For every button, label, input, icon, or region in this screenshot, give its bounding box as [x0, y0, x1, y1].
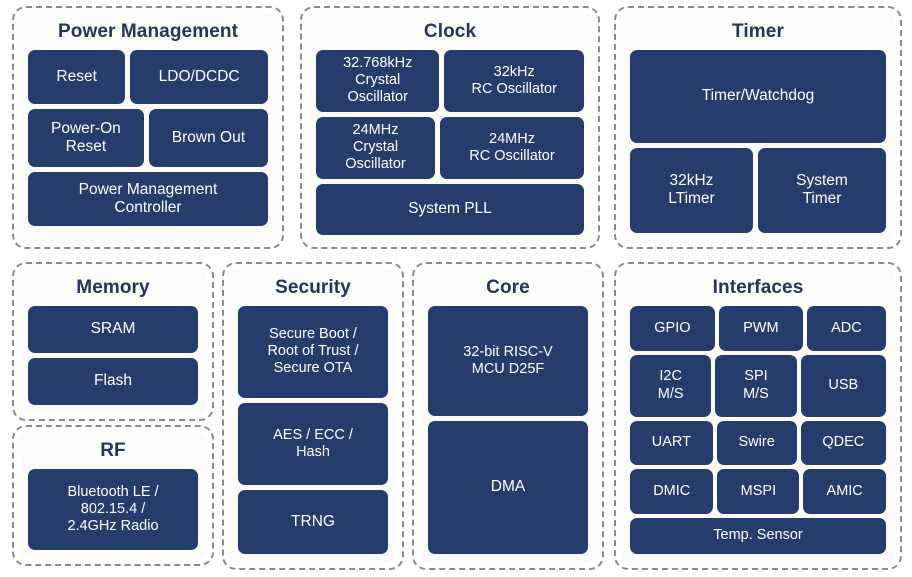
panel-timer: Timer Timer/Watchdog 32kHz LTimer System… [621, 13, 895, 242]
block-row: TRNG [238, 489, 388, 554]
block-i2c-master-slave[interactable]: I2C M/S [630, 354, 712, 417]
panel-memory: Memory SRAM Flash [19, 269, 207, 414]
block-uart[interactable]: UART [630, 420, 713, 466]
panel-core: Core 32-bit RISC-V MCU D25F DMA [419, 269, 597, 563]
blocks-rf: Bluetooth LE / 802.15.4 / 2.4GHz Radio [28, 468, 198, 550]
blocks-clock: 32.768kHz Crystal Oscillator 32kHz RC Os… [316, 49, 585, 235]
block-system-timer[interactable]: System Timer [757, 147, 886, 233]
block-row: DMIC MSPI AMIC [630, 469, 886, 514]
group-rf: RF Bluetooth LE / 802.15.4 / 2.4GHz Radi… [12, 425, 214, 566]
group-memory: Memory SRAM Flash [12, 262, 214, 421]
block-dma[interactable]: DMA [428, 420, 588, 554]
group-title-core: Core [486, 277, 530, 298]
block-row: Power-On Reset Brown Out [28, 108, 269, 167]
block-24mhz-rc-oscillator[interactable]: 24MHz RC Oscillator [440, 116, 584, 179]
block-spi-master-slave[interactable]: SPI M/S [715, 354, 797, 417]
block-row: Bluetooth LE / 802.15.4 / 2.4GHz Radio [28, 468, 198, 550]
block-ldo-dcdc[interactable]: LDO/DCDC [130, 49, 269, 104]
group-title-rf: RF [100, 440, 126, 461]
block-row: AES / ECC / Hash [238, 402, 388, 485]
group-title-interfaces: Interfaces [712, 277, 804, 298]
block-row: 32kHz LTimer System Timer [630, 147, 886, 233]
block-dmic[interactable]: DMIC [630, 469, 714, 514]
group-interfaces: Interfaces GPIO PWM ADC I2C M/S SPI M/S … [614, 262, 902, 570]
group-title-clock: Clock [423, 21, 477, 42]
group-title-timer: Timer [732, 21, 784, 42]
block-qdec[interactable]: QDEC [800, 420, 886, 466]
block-row: Timer/Watchdog [630, 49, 886, 143]
block-reset[interactable]: Reset [28, 49, 126, 104]
block-power-on-reset[interactable]: Power-On Reset [28, 108, 144, 167]
block-32khz-rc-oscillator[interactable]: 32kHz RC Oscillator [444, 49, 585, 112]
block-power-management-controller[interactable]: Power Management Controller [28, 171, 268, 226]
block-row: Temp. Sensor [630, 518, 886, 554]
panel-power-management: Power Management Reset LDO/DCDC Power-On… [19, 13, 277, 242]
block-bluetooth-le-802154-24ghz-radio[interactable]: Bluetooth LE / 802.15.4 / 2.4GHz Radio [28, 468, 198, 550]
block-temp-sensor[interactable]: Temp. Sensor [630, 518, 886, 554]
blocks-power-management: Reset LDO/DCDC Power-On Reset Brown Out … [28, 49, 269, 233]
block-row: Secure Boot / Root of Trust / Secure OTA [238, 305, 388, 398]
blocks-core: 32-bit RISC-V MCU D25F DMA [428, 305, 588, 554]
group-clock: Clock 32.768kHz Crystal Oscillator 32kHz… [300, 6, 600, 249]
block-swire[interactable]: Swire [716, 420, 797, 466]
blocks-timer: Timer/Watchdog 32kHz LTimer System Timer [630, 49, 886, 233]
panel-security: Security Secure Boot / Root of Trust / S… [229, 269, 397, 563]
block-brown-out[interactable]: Brown Out [148, 108, 269, 167]
block-timer-watchdog[interactable]: Timer/Watchdog [630, 49, 886, 143]
panel-interfaces: Interfaces GPIO PWM ADC I2C M/S SPI M/S … [621, 269, 895, 563]
block-row: I2C M/S SPI M/S USB [630, 354, 886, 417]
block-row: UART Swire QDEC [630, 420, 886, 466]
block-row: 32.768kHz Crystal Oscillator 32kHz RC Os… [316, 49, 585, 112]
block-32khz-ltimer[interactable]: 32kHz LTimer [630, 147, 753, 233]
blocks-interfaces: GPIO PWM ADC I2C M/S SPI M/S USB UART Sw… [630, 305, 887, 554]
block-row: DMA [428, 420, 588, 554]
block-gpio[interactable]: GPIO [630, 305, 715, 351]
blocks-memory: SRAM Flash [28, 305, 198, 405]
group-title-security: Security [275, 277, 351, 298]
blocks-security: Secure Boot / Root of Trust / Secure OTA… [238, 305, 388, 554]
group-title-power-management: Power Management [57, 21, 239, 42]
block-row: Power Management Controller [28, 171, 268, 226]
group-power-management: Power Management Reset LDO/DCDC Power-On… [12, 6, 284, 249]
group-security: Security Secure Boot / Root of Trust / S… [222, 262, 404, 570]
block-row: Reset LDO/DCDC [28, 49, 269, 104]
block-row: 24MHz Crystal Oscillator 24MHz RC Oscill… [316, 116, 584, 179]
block-mspi[interactable]: MSPI [717, 469, 800, 514]
block-32bit-riscv-mcu-d25f[interactable]: 32-bit RISC-V MCU D25F [428, 305, 588, 416]
block-32768khz-crystal-oscillator[interactable]: 32.768kHz Crystal Oscillator [316, 49, 440, 112]
group-title-memory: Memory [76, 277, 150, 298]
block-aes-ecc-hash[interactable]: AES / ECC / Hash [238, 402, 388, 485]
panel-clock: Clock 32.768kHz Crystal Oscillator 32kHz… [307, 13, 593, 242]
block-row: GPIO PWM ADC [630, 305, 887, 351]
block-row: 32-bit RISC-V MCU D25F [428, 305, 588, 416]
block-row: Flash [28, 357, 198, 405]
block-secure-boot-root-of-trust-secure-ota[interactable]: Secure Boot / Root of Trust / Secure OTA [238, 305, 388, 398]
block-amic[interactable]: AMIC [803, 469, 886, 514]
panel-rf: RF Bluetooth LE / 802.15.4 / 2.4GHz Radi… [19, 432, 207, 559]
block-row: SRAM [28, 305, 198, 353]
block-flash[interactable]: Flash [28, 357, 198, 405]
block-sram[interactable]: SRAM [28, 305, 198, 353]
block-trng[interactable]: TRNG [238, 489, 388, 554]
group-timer: Timer Timer/Watchdog 32kHz LTimer System… [614, 6, 902, 249]
block-system-pll[interactable]: System PLL [316, 183, 584, 235]
block-row: System PLL [316, 183, 584, 235]
block-pwm[interactable]: PWM [718, 305, 803, 351]
group-core: Core 32-bit RISC-V MCU D25F DMA [412, 262, 604, 570]
block-usb[interactable]: USB [800, 354, 886, 417]
block-24mhz-crystal-oscillator[interactable]: 24MHz Crystal Oscillator [316, 116, 436, 179]
block-adc[interactable]: ADC [806, 305, 887, 351]
